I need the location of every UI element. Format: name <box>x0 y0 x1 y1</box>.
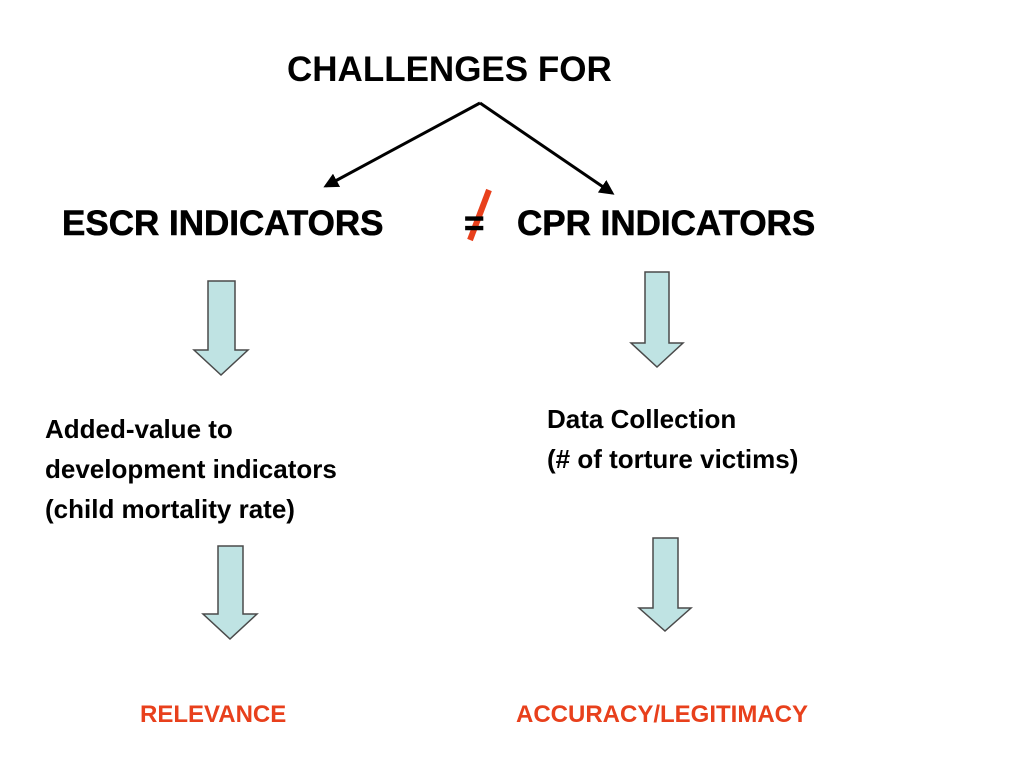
branch-line-left <box>323 101 481 188</box>
down-arrow-cpr-upper <box>629 271 685 369</box>
diagram-title: CHALLENGES FOR <box>287 50 612 89</box>
not-equal-slash <box>467 188 492 242</box>
accuracy-legitimacy-label: ACCURACY/LEGITIMACY <box>516 701 808 728</box>
down-arrow-escr-lower <box>201 545 259 641</box>
cpr-consequence-line: (# of torture victims) <box>547 444 799 474</box>
cpr-consequence-text: Data Collection (# of torture victims) <box>547 399 798 479</box>
equals-sign: = <box>464 204 485 243</box>
down-arrow-cpr-lower <box>637 537 693 633</box>
escr-consequence-line: development indicators <box>45 454 337 484</box>
escr-consequence-line: Added-value to <box>45 414 233 444</box>
cpr-consequence-line: Data Collection <box>547 404 737 434</box>
escr-indicators-label: ESCR INDICATORS <box>62 204 384 243</box>
relevance-label: RELEVANCE <box>140 701 287 728</box>
escr-consequence-line: (child mortality rate) <box>45 494 295 524</box>
escr-consequence-text: Added-value to development indicators (c… <box>45 409 337 529</box>
cpr-indicators-label: CPR INDICATORS <box>517 204 816 243</box>
branch-line-right <box>479 101 615 195</box>
down-arrow-escr-upper <box>192 280 250 377</box>
